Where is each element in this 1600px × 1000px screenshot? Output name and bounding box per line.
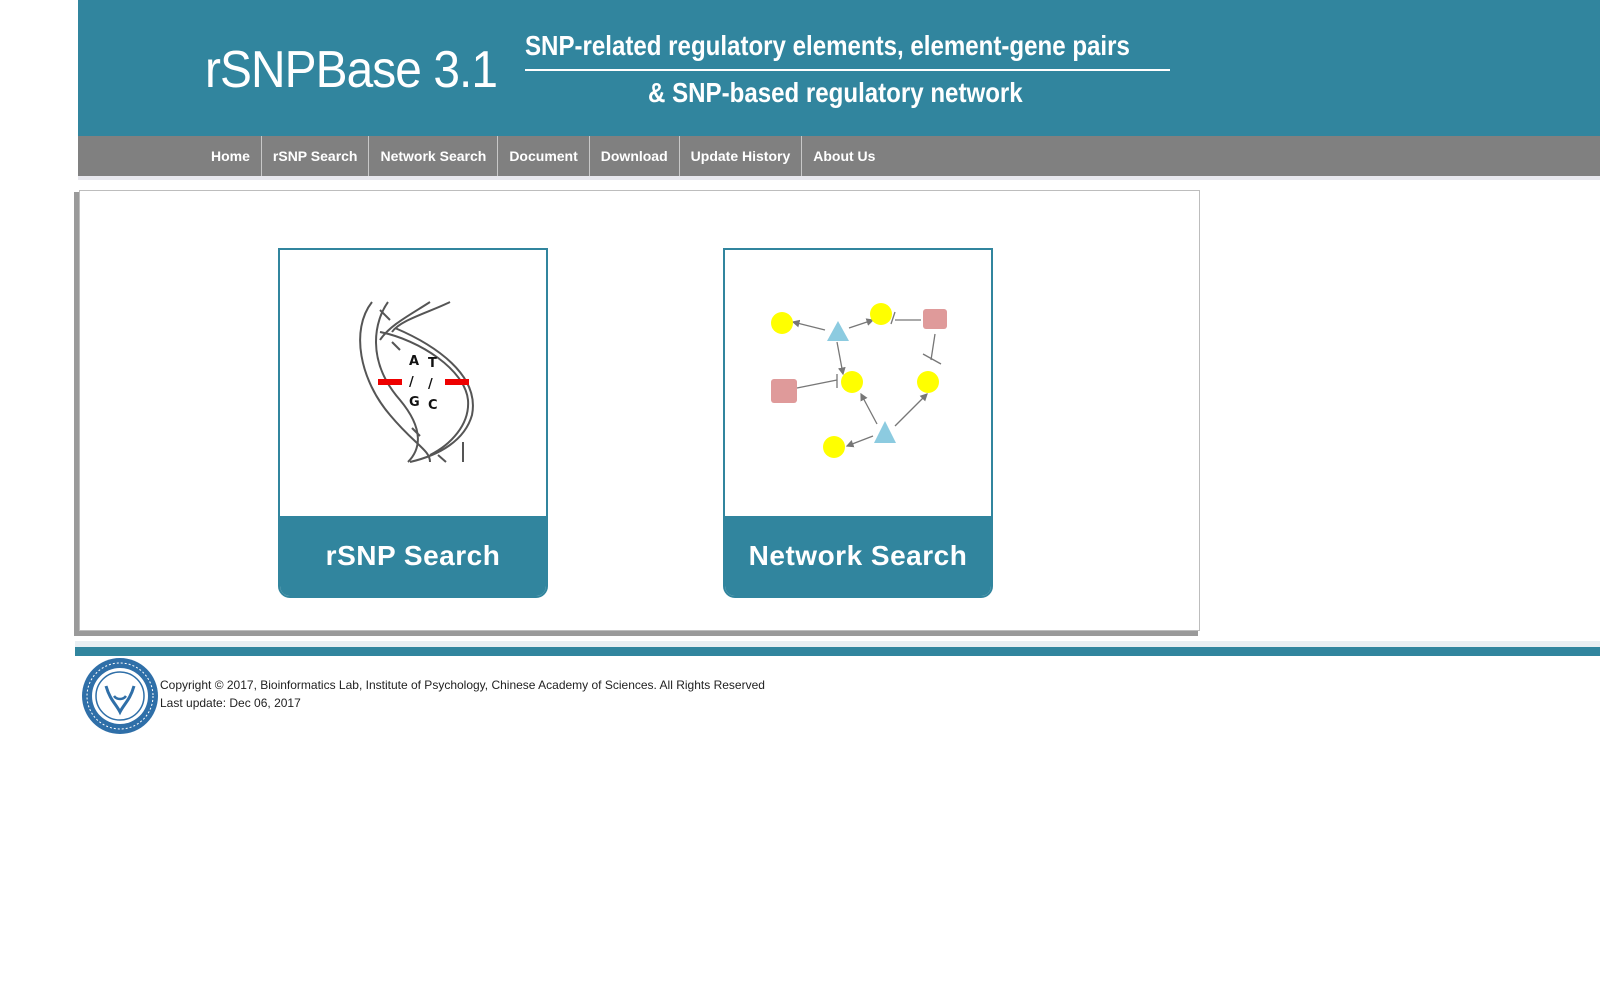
snp-marker-left — [378, 379, 402, 385]
network-search-card[interactable]: Network Search — [723, 248, 993, 598]
dna-helix-icon: A / G T / C — [359, 301, 474, 463]
tagline-line2: & SNP-based regulatory network — [648, 77, 1023, 108]
nav-home[interactable]: Home — [200, 136, 262, 176]
node-circle-3 — [841, 371, 863, 393]
nav-underline — [78, 176, 1600, 180]
main-panel — [79, 190, 1200, 631]
node-triangle-2 — [874, 421, 896, 443]
node-square-1 — [923, 309, 947, 329]
site-header: rSNPBase 3.1 SNP-related regulatory elem… — [78, 0, 1600, 136]
institute-logo — [80, 656, 160, 736]
nav-about-us[interactable]: About Us — [813, 148, 876, 164]
main-nav: Home rSNP Search Network Search Document… — [78, 136, 1600, 176]
allele-t: T — [428, 356, 437, 371]
nav-document[interactable]: Document — [498, 136, 590, 176]
network-graph-icon — [771, 303, 947, 458]
allele-g: G — [409, 395, 420, 410]
node-circle-1 — [771, 312, 793, 334]
node-circle-4 — [917, 371, 939, 393]
snp-marker-right — [445, 379, 469, 385]
allele-slash-left: / — [409, 375, 414, 390]
allele-a: A — [409, 354, 419, 369]
allele-slash-right: / — [428, 377, 433, 392]
nav-rsnp-search[interactable]: rSNP Search — [262, 136, 370, 176]
footer-bar — [75, 647, 1600, 656]
last-update-text: Last update: Dec 06, 2017 — [160, 696, 301, 710]
footer-strip — [75, 641, 1600, 647]
node-circle-5 — [823, 436, 845, 458]
nav-update-history[interactable]: Update History — [680, 136, 803, 176]
nav-download[interactable]: Download — [590, 136, 680, 176]
allele-c: C — [428, 398, 438, 413]
institute-seal-icon — [82, 658, 158, 734]
tagline-divider — [525, 69, 1170, 71]
node-triangle-1 — [827, 321, 849, 341]
copyright-text: Copyright © 2017, Bioinformatics Lab, In… — [160, 678, 765, 692]
rsnp-search-button[interactable]: rSNP Search — [280, 516, 546, 596]
site-title: rSNPBase 3.1 — [205, 41, 498, 99]
dna-illustration: A / G T / C — [280, 250, 546, 516]
network-illustration — [725, 250, 991, 516]
footer-text: Copyright © 2017, Bioinformatics Lab, In… — [160, 676, 765, 712]
network-search-button[interactable]: Network Search — [725, 516, 991, 596]
nav-network-search[interactable]: Network Search — [369, 136, 499, 176]
node-circle-2 — [870, 303, 892, 325]
rsnp-search-card[interactable]: A / G T / C rSNP Search — [278, 248, 548, 598]
tagline-line1: SNP-related regulatory elements, element… — [525, 30, 1130, 61]
node-square-2 — [771, 379, 797, 403]
